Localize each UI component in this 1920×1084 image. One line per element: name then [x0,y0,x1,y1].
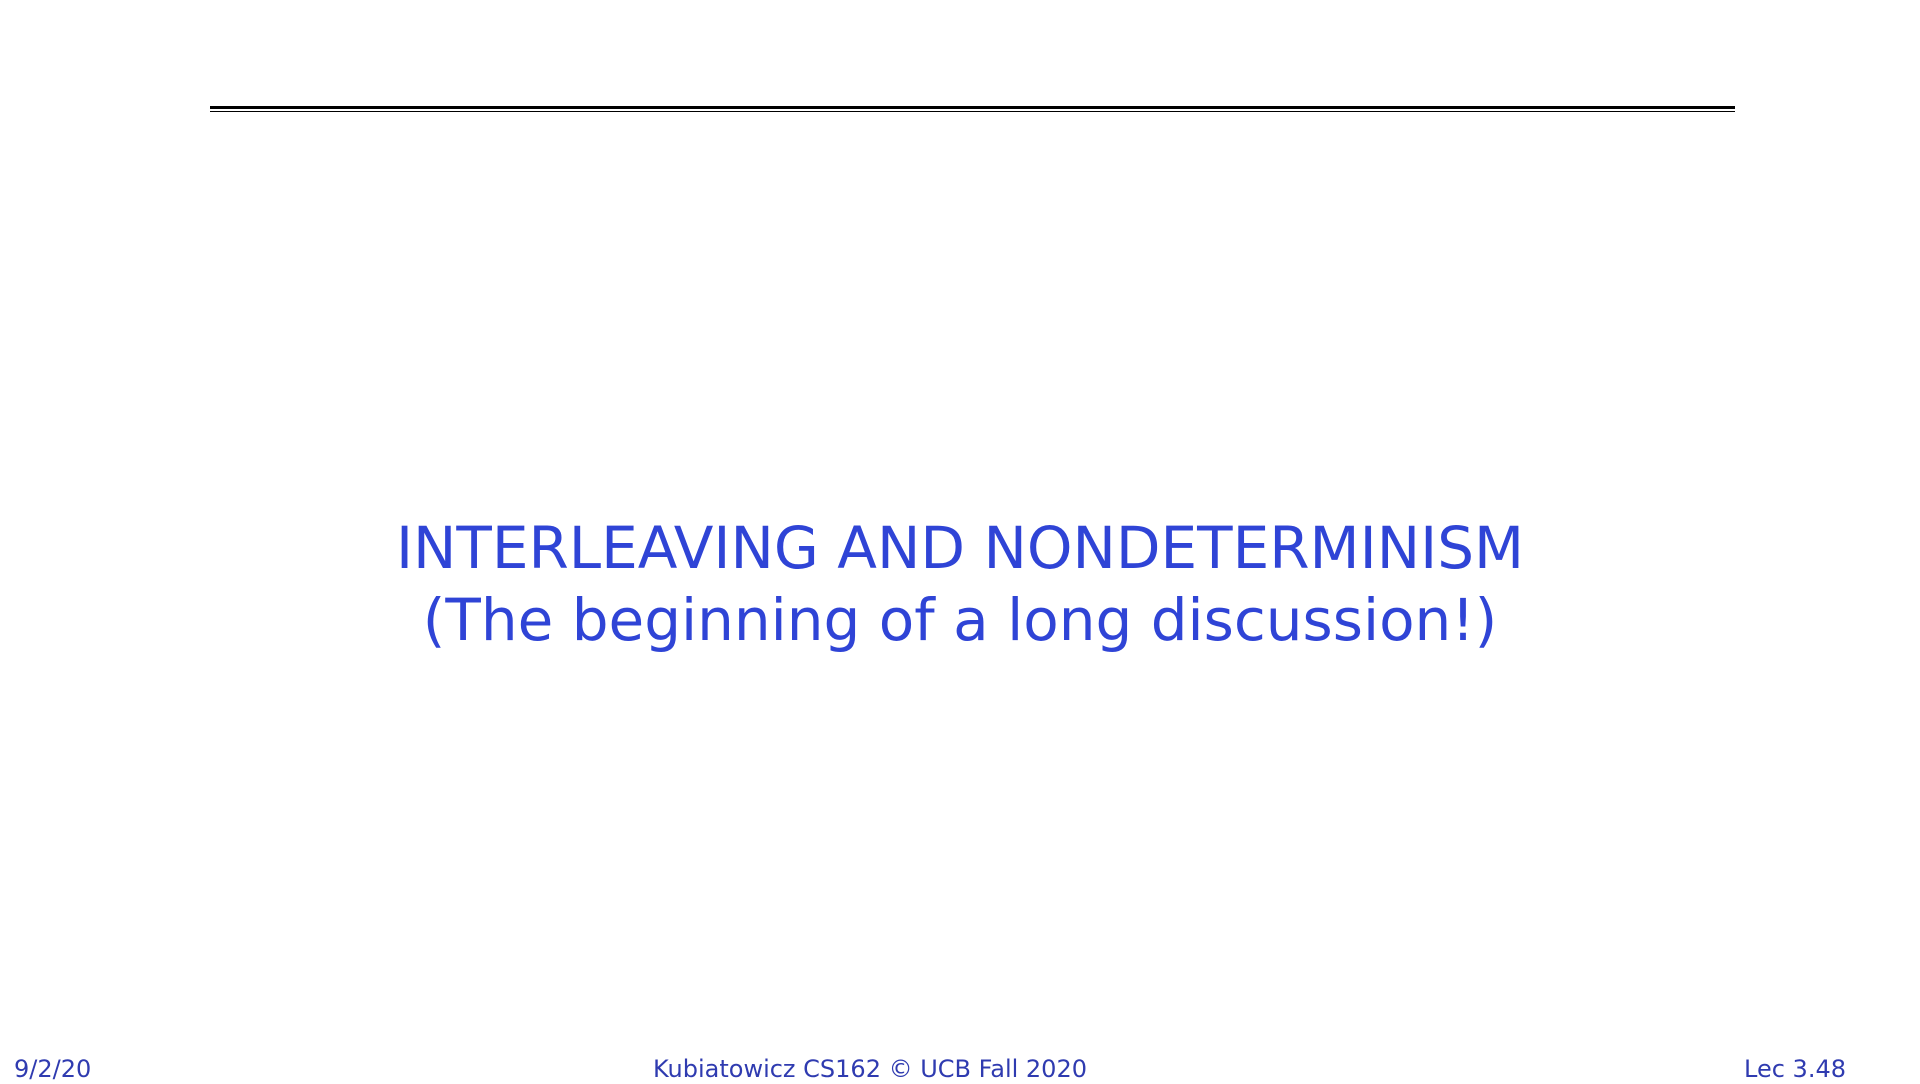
header-rule-thick [210,106,1735,109]
title-line-main: INTERLEAVING AND NONDETERMINISM [395,514,1525,582]
slide-title: INTERLEAVING AND NONDETERMINISM (The beg… [0,512,1920,656]
title-line-subtitle: (The beginning of a long discussion!) [422,586,1498,654]
header-rule-thin [210,111,1735,112]
footer-course: Kubiatowicz CS162 © UCB Fall 2020 [652,1055,1087,1083]
footer-date: 9/2/20 [14,1055,92,1083]
footer-slide-number: Lec 3.48 [1744,1055,1846,1083]
